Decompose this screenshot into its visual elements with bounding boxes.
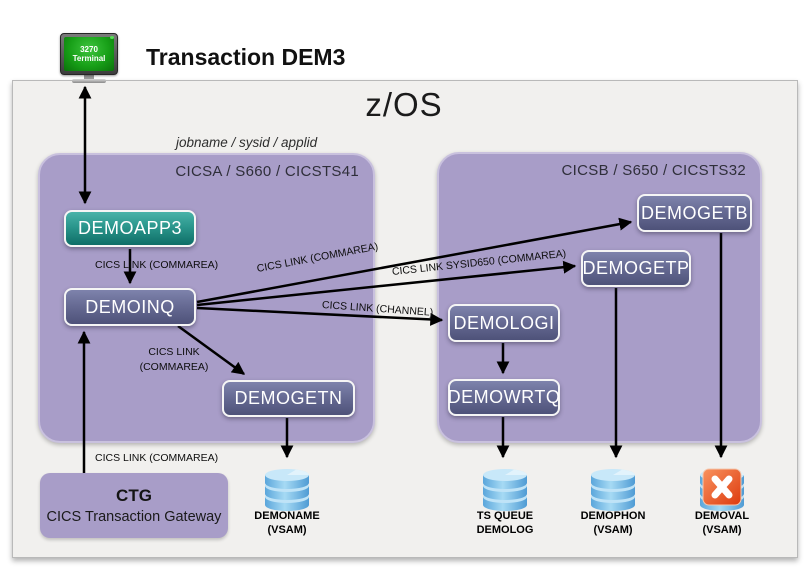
monitor-screen: 3270 Terminal (64, 37, 114, 71)
database-icon-demoname (265, 469, 309, 511)
demoval-line1: DEMOVAL (694, 510, 750, 522)
label-link-inq-getn-l1: CICS LINK (148, 346, 200, 358)
label-link-ctg-inq: CICS LINK (COMMAREA) (95, 452, 219, 464)
ctg-subtitle: CICS Transaction Gateway (46, 509, 222, 525)
terminal-label-line2: Terminal (72, 54, 106, 63)
node-demoapp3: DEMOAPP3 (64, 210, 196, 247)
node-ctg: CTG CICS Transaction Gateway (40, 473, 228, 538)
datastore-label-demoval: DEMOVAL (VSAM) (667, 509, 777, 537)
terminal-label-line1: 3270 (80, 45, 98, 54)
page-title: Transaction DEM3 (146, 44, 346, 70)
zos-title: z/OS (365, 86, 443, 123)
node-demoinq: DEMOINQ (64, 288, 196, 326)
datastore-label-demophon: DEMOPHON (VSAM) (558, 509, 668, 537)
jobname-annotation: jobname / sysid / applid (176, 135, 318, 150)
datastore-label-demoname: DEMONAME (VSAM) (232, 509, 342, 537)
tsqueue-line2: DEMOLOG (476, 524, 534, 536)
monitor-base (72, 79, 106, 83)
demoval-line2: (VSAM) (702, 524, 742, 536)
label-link-app3-inq: CICS LINK (COMMAREA) (95, 259, 219, 271)
monitor-frame: 3270 Terminal (60, 33, 118, 75)
node-demogetn: DEMOGETN (222, 380, 355, 417)
demophon-line2: (VSAM) (593, 524, 633, 536)
database-icon-demophon (591, 469, 635, 511)
node-demowrtq: DEMOWRTQ (448, 379, 560, 416)
demoname-line2: (VSAM) (267, 524, 307, 536)
label-link-inq-getn-l2: (COMMAREA) (139, 361, 209, 373)
label-link-inq-getn: CICS LINK (COMMAREA) (138, 345, 210, 375)
tsqueue-line1: TS QUEUE (476, 510, 534, 522)
monitor-stand (84, 75, 94, 79)
power-led (110, 36, 114, 39)
node-demogetp: DEMOGETP (581, 250, 691, 287)
datastore-label-tsqueue: TS QUEUE DEMOLOG (450, 509, 560, 537)
demophon-line1: DEMOPHON (580, 510, 646, 522)
node-demogetb: DEMOGETB (637, 194, 752, 232)
database-icon-tsqueue (483, 469, 527, 511)
terminal-3270-icon: 3270 Terminal (58, 33, 120, 83)
node-demologi: DEMOLOGI (448, 304, 560, 342)
region-cicsa-label: CICSA / S660 / CICSTS41 (175, 163, 359, 180)
demoname-line1: DEMONAME (254, 510, 320, 522)
region-cicsb-label: CICSB / S650 / CICSTS32 (561, 162, 746, 179)
ctg-title: CTG (116, 486, 152, 505)
error-x-icon (702, 468, 742, 506)
